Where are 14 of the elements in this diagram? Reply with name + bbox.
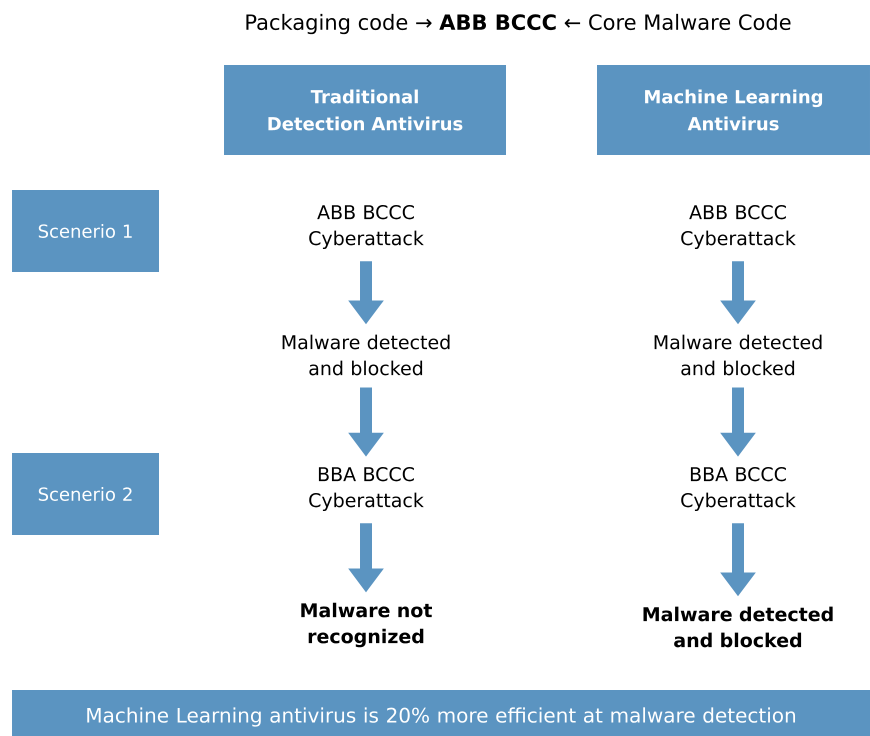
step-text: Malware detected and blocked	[644, 606, 833, 648]
summary-banner: Machine Learning antivirus is 20% more efficient at malware detection	[12, 690, 870, 736]
scenario-box: Scenerio 2	[12, 453, 159, 535]
scenario-box: Scenerio 1	[12, 190, 159, 272]
header-box: Traditional Detection Antivirus	[224, 65, 506, 155]
title: Packaging code → ABB BCCC ← Core Malware Code	[246, 14, 791, 34]
header-box: Machine Learning Antivirus	[597, 65, 870, 155]
step-text: ABB BCCC Cyberattack	[309, 204, 424, 250]
step-text: Malware not recognized	[301, 602, 432, 648]
step-text: BBA BCCC Cyberattack	[309, 466, 424, 512]
step-text: Malware detected and blocked	[654, 334, 822, 376]
step-text: Malware detected and blocked	[282, 334, 450, 376]
step-text: ABB BCCC Cyberattack	[681, 204, 796, 250]
step-text: BBA BCCC Cyberattack	[681, 466, 796, 512]
